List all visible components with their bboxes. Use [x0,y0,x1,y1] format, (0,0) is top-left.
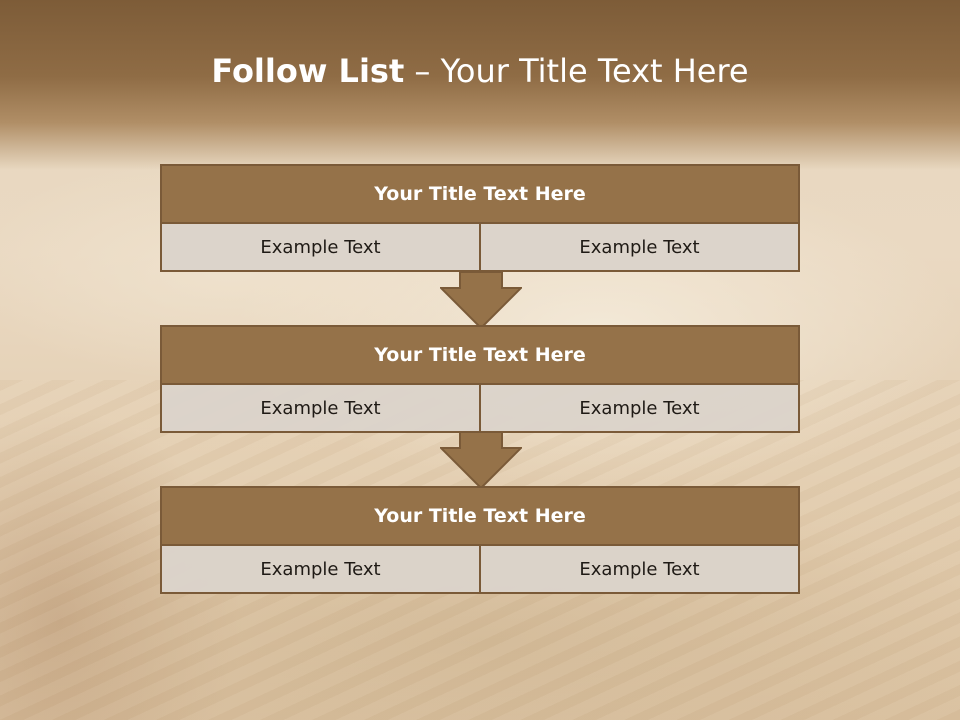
block-cell-left: Example Text [162,385,479,431]
block-cell-right: Example Text [479,546,798,592]
block-row: Example Text Example Text [162,385,798,431]
slide-title-separator: – [404,52,441,90]
block-title: Your Title Text Here [162,166,798,224]
block-cell-right: Example Text [479,385,798,431]
slide-title: Follow List – Your Title Text Here [0,52,960,90]
list-block-2: Your Title Text Here Example Text Exampl… [160,325,800,433]
slide-title-bold: Follow List [211,52,405,90]
header-band [0,0,960,170]
block-cell-left: Example Text [162,546,479,592]
block-cell-left: Example Text [162,224,479,270]
list-block-1: Your Title Text Here Example Text Exampl… [160,164,800,272]
block-title: Your Title Text Here [162,327,798,385]
down-arrow-icon [440,431,522,489]
block-row: Example Text Example Text [162,546,798,592]
block-title: Your Title Text Here [162,488,798,546]
slide-title-rest: Your Title Text Here [440,52,749,90]
list-block-3: Your Title Text Here Example Text Exampl… [160,486,800,594]
down-arrow-icon [440,271,522,329]
block-cell-right: Example Text [479,224,798,270]
block-row: Example Text Example Text [162,224,798,270]
